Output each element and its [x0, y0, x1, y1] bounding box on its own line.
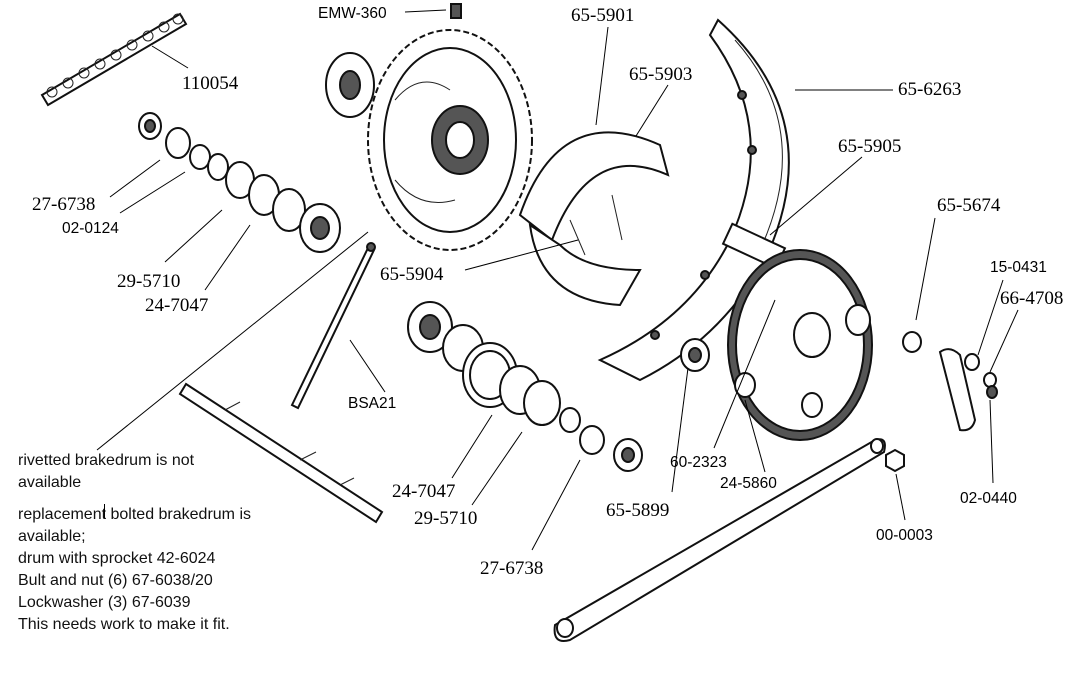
- spacer-drawing: [680, 338, 710, 372]
- label-bsa21: BSA21: [348, 395, 396, 412]
- note-line-7: Lockwasher (3) 67-6039: [18, 594, 191, 611]
- left-bearing-stack-drawing: [138, 112, 341, 253]
- axle-drawing: [178, 382, 384, 524]
- leader-24-7047-b: [451, 414, 493, 479]
- label-110054: 110054: [182, 73, 239, 94]
- label-24-7047-a: 24-7047: [145, 295, 208, 316]
- nut-drawing: [885, 448, 905, 473]
- leader-29-5710-a: [164, 209, 223, 263]
- label-66-4708: 66-4708: [1000, 288, 1063, 309]
- note-line-4: available;: [18, 528, 86, 545]
- label-65-5901: 65-5901: [571, 5, 634, 26]
- sprocket-brakedrum-drawing: [325, 29, 533, 251]
- leader-65-5905: [769, 156, 863, 236]
- label-29-5710-b: 29-5710: [414, 508, 477, 529]
- label-65-5903: 65-5903: [629, 64, 692, 85]
- torque-arm-drawing: [553, 438, 886, 642]
- right-bearing-stack-drawing: [407, 301, 643, 472]
- note-line-1: rivetted brakedrum is not: [18, 452, 195, 469]
- label-27-6738-b: 27-6738: [480, 558, 543, 579]
- leader-65-5674: [915, 217, 936, 321]
- chain-drawing: [40, 12, 188, 107]
- note-line-5: drum with sprocket 42-6024: [18, 550, 216, 567]
- label-27-6738-a: 27-6738: [32, 194, 95, 215]
- note-line-6: Bult and nut (6) 67-6038/20: [18, 572, 213, 589]
- label-00-0003: 00-0003: [876, 527, 933, 544]
- label-60-2323: 60-2323: [670, 454, 727, 471]
- label-02-0440: 02-0440: [960, 490, 1017, 507]
- leader-24-7047-a: [204, 224, 251, 291]
- leader-emw360: [404, 9, 447, 13]
- leader-02-0124: [119, 171, 186, 214]
- leader-66-4708: [989, 309, 1019, 373]
- leader-02-0440: [989, 399, 994, 484]
- leader-bsa21: [349, 339, 386, 393]
- label-24-5860: 24-5860: [720, 475, 777, 492]
- label-24-7047-b: 24-7047: [392, 481, 455, 502]
- brake-lever-drawing: [902, 331, 998, 432]
- grease-nipple-drawing: [450, 3, 462, 19]
- label-15-0431: 15-0431: [990, 259, 1047, 276]
- leader-note-drum: [96, 231, 369, 451]
- leader-00-0003: [895, 473, 906, 521]
- note-line-2: available: [18, 474, 82, 491]
- leader-65-5901: [595, 26, 609, 126]
- leader-15-0431: [977, 279, 1004, 356]
- leader-lines: [96, 9, 1019, 551]
- leader-65-5899: [671, 367, 689, 493]
- label-02-0124: 02-0124: [62, 220, 119, 237]
- note-divider-tick: [104, 504, 105, 518]
- leader-60-2323: [713, 299, 776, 449]
- label-65-5674: 65-5674: [937, 195, 1001, 216]
- note-line-3: replacement bolted brakedrum is: [18, 506, 252, 523]
- leader-27-6738-a: [109, 159, 161, 198]
- brakedrum-availability-note: rivetted brakedrum is not available repl…: [18, 450, 338, 636]
- leader-27-6738-b: [531, 459, 581, 551]
- brake-shoes-drawing: [518, 131, 670, 307]
- label-emw360: EMW-360: [318, 5, 387, 22]
- brake-disc-drawing: [727, 249, 873, 441]
- note-gap: [18, 494, 338, 504]
- label-65-5904: 65-5904: [380, 264, 444, 285]
- label-65-5899: 65-5899: [606, 500, 669, 521]
- label-65-5905: 65-5905: [838, 136, 901, 157]
- leader-65-5903: [635, 84, 669, 137]
- label-65-6263: 65-6263: [898, 79, 961, 100]
- spindle-drawing: [290, 242, 376, 410]
- leader-29-5710-b: [471, 431, 523, 506]
- part-labels: EMW-360 110054 27-6738 02-0124 29-5710 2…: [32, 5, 1063, 579]
- label-29-5710-a: 29-5710: [117, 271, 180, 292]
- leader-24-5860: [744, 399, 766, 473]
- leader-110054: [151, 45, 189, 69]
- leader-65-5904: [464, 239, 579, 271]
- note-line-8: This needs work to make it fit.: [18, 616, 230, 633]
